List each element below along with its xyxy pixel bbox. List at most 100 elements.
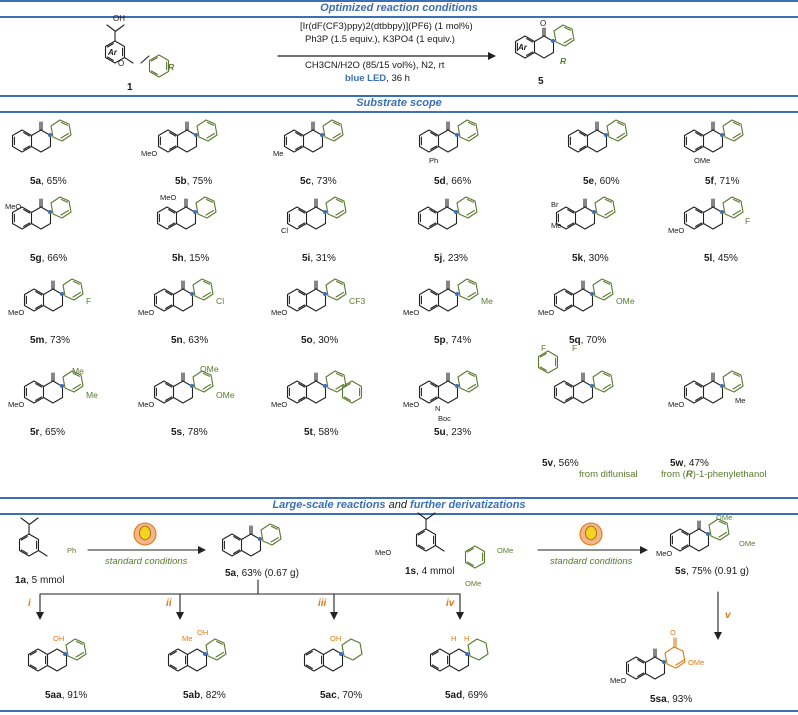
sub-5r-meo: MeO xyxy=(8,400,25,409)
compound-label-5o: 5o, 30% xyxy=(301,335,339,346)
compound-label-5a: 5a, 65% xyxy=(30,176,67,187)
sub-5w-me: Me xyxy=(735,396,746,405)
sub-5t-meo: MeO xyxy=(271,400,288,409)
ls-standard-1: standard conditions xyxy=(105,556,188,567)
compound-label-5u: 5u, 23% xyxy=(434,427,472,438)
compound-label-5v: 5v, 56% xyxy=(542,458,579,469)
d-5sa-ome: OMe xyxy=(688,658,705,667)
step-iii: iii xyxy=(318,598,327,609)
reagent-line-3: CH3CN/H2O (85/15 vol%), N2, rt xyxy=(305,60,445,71)
ls-sm1: 1a, 5 mmol xyxy=(15,575,65,586)
ls-standard-2: standard conditions xyxy=(550,556,633,567)
sub-5s-ome-1: OMe xyxy=(200,364,219,374)
sub-5o-cf3: CF3 xyxy=(349,296,366,306)
sub-5b-meo: MeO xyxy=(141,149,158,158)
sub-5v-f-1: F xyxy=(541,343,547,353)
derivative-label-5ad: 5ad, 69% xyxy=(445,690,488,701)
sub-5u-meo: MeO xyxy=(403,400,420,409)
banner-scope: Substrate scope xyxy=(0,95,798,113)
source-5w: from (R)-1-phenylethanol xyxy=(661,469,767,480)
derivative-label-5aa: 5aa, 91% xyxy=(45,690,88,701)
banner-large-scale: Large-scale reactions and further deriva… xyxy=(0,497,798,515)
sub-5u-n: N xyxy=(435,404,441,413)
sub-5f-ome: OMe xyxy=(694,156,711,165)
derivative-label-5sa: 5sa, 93% xyxy=(650,694,693,705)
banner-large-scale-title: Large-scale reactions and further deriva… xyxy=(272,499,526,511)
sub-5g-meo: MeO xyxy=(5,202,22,211)
bottom-rule xyxy=(0,710,798,712)
light-condition: blue LED, 36 h xyxy=(345,73,410,84)
banner-scope-title: Substrate scope xyxy=(356,97,442,109)
step-v: v xyxy=(725,610,731,621)
ls-sm2-meo: MeO xyxy=(375,548,392,557)
compound-label-5t: 5t, 58% xyxy=(304,427,339,438)
sm-label: 1 xyxy=(127,82,133,93)
compound-label-5n: 5n, 63% xyxy=(171,335,209,346)
ls-sm2: 1s, 4 mmol xyxy=(405,566,455,577)
compound-label-5w: 5w, 47% xyxy=(670,458,709,469)
compound-label-5k: 5k, 30% xyxy=(572,253,609,264)
ls-p2-ome-1: OMe xyxy=(716,513,733,522)
sub-5q-meo: MeO xyxy=(538,308,555,317)
compound-label-5s: 5s, 78% xyxy=(171,427,208,438)
step-iv: iv xyxy=(446,598,455,609)
reagent-line-2: Ph3P (1.5 equiv.), K3PO4 (1 equiv.) xyxy=(305,34,455,45)
product-r: R xyxy=(560,56,567,66)
sub-5r-me-2: Me xyxy=(86,390,98,400)
sm-structure xyxy=(104,24,170,78)
source-5v: from diflunisal xyxy=(579,469,638,480)
sm-r: R xyxy=(168,62,175,72)
compound-label-5m: 5m, 73% xyxy=(30,335,71,346)
sub-5c-me: Me xyxy=(273,149,284,158)
product-o: O xyxy=(540,19,547,28)
sub-5q-ome: OMe xyxy=(616,296,635,306)
d-5sa-o: O xyxy=(670,628,676,637)
step-ii: ii xyxy=(166,598,172,609)
sub-5n-cl: Cl xyxy=(216,296,225,306)
sub-5k-me: Me xyxy=(551,221,562,230)
d-5ab-oh: OH xyxy=(197,628,209,637)
step-i: i xyxy=(28,598,31,609)
sub-5n-meo: MeO xyxy=(138,308,155,317)
derivative-label-5ab: 5ab, 82% xyxy=(183,690,226,701)
sub-5s-ome-2: OMe xyxy=(216,390,235,400)
sub-5m-f: F xyxy=(86,296,92,306)
sub-5r-me-1: Me xyxy=(72,366,84,376)
d-5ad-h-2: H xyxy=(464,634,470,643)
ls-p2: 5s, 75% (0.91 g) xyxy=(675,566,749,577)
sub-5o-meo: MeO xyxy=(271,308,288,317)
sub-5m-meo: MeO xyxy=(8,308,25,317)
compound-label-5d: 5d, 66% xyxy=(434,176,472,187)
sub-5i-cl: Cl xyxy=(281,226,289,235)
compound-label-5e: 5e, 60% xyxy=(583,176,620,187)
product-ar: Ar xyxy=(518,43,527,52)
d-5aa-oh: OH xyxy=(53,634,65,643)
sub-5d-ph: Ph xyxy=(429,156,439,165)
compound-label-5h: 5h, 15% xyxy=(172,253,210,264)
sub-5s-meo: MeO xyxy=(138,400,155,409)
sm-ar: Ar xyxy=(108,48,117,57)
sub-5l-f: F xyxy=(745,216,751,226)
compound-label-5c: 5c, 73% xyxy=(300,176,337,187)
d-5ad-h-1: H xyxy=(451,634,457,643)
banner-optimized-title: Optimized reaction conditions xyxy=(320,2,478,14)
sub-5p-meo: MeO xyxy=(403,308,420,317)
compound-label-5g: 5g, 66% xyxy=(30,253,68,264)
sub-5v-f-2: F xyxy=(572,343,578,353)
sub-5h-meo: MeO xyxy=(160,193,177,202)
reagent-line-1: [Ir(dF(CF3)ppy)2(dtbbpy)](PF6) (1 mol%) xyxy=(300,21,473,32)
ls-p2-ome-2: OMe xyxy=(739,539,756,548)
d-5sa-meo: MeO xyxy=(610,676,627,685)
derivative-label-5ac: 5ac, 70% xyxy=(320,690,363,701)
sub-5k-br: Br xyxy=(551,200,559,209)
sub-5u-boc: Boc xyxy=(438,414,451,423)
sub-5p-me: Me xyxy=(481,296,493,306)
compound-label-5i: 5i, 31% xyxy=(302,253,336,264)
compound-label-5f: 5f, 71% xyxy=(705,176,740,187)
ls-p2-meo: MeO xyxy=(656,549,673,558)
compound-label-5r: 5r, 65% xyxy=(30,427,66,438)
ls-sm2-ome-2: OMe xyxy=(465,579,482,588)
product-label: 5 xyxy=(538,76,544,87)
compound-label-5q: 5q, 70% xyxy=(569,335,607,346)
